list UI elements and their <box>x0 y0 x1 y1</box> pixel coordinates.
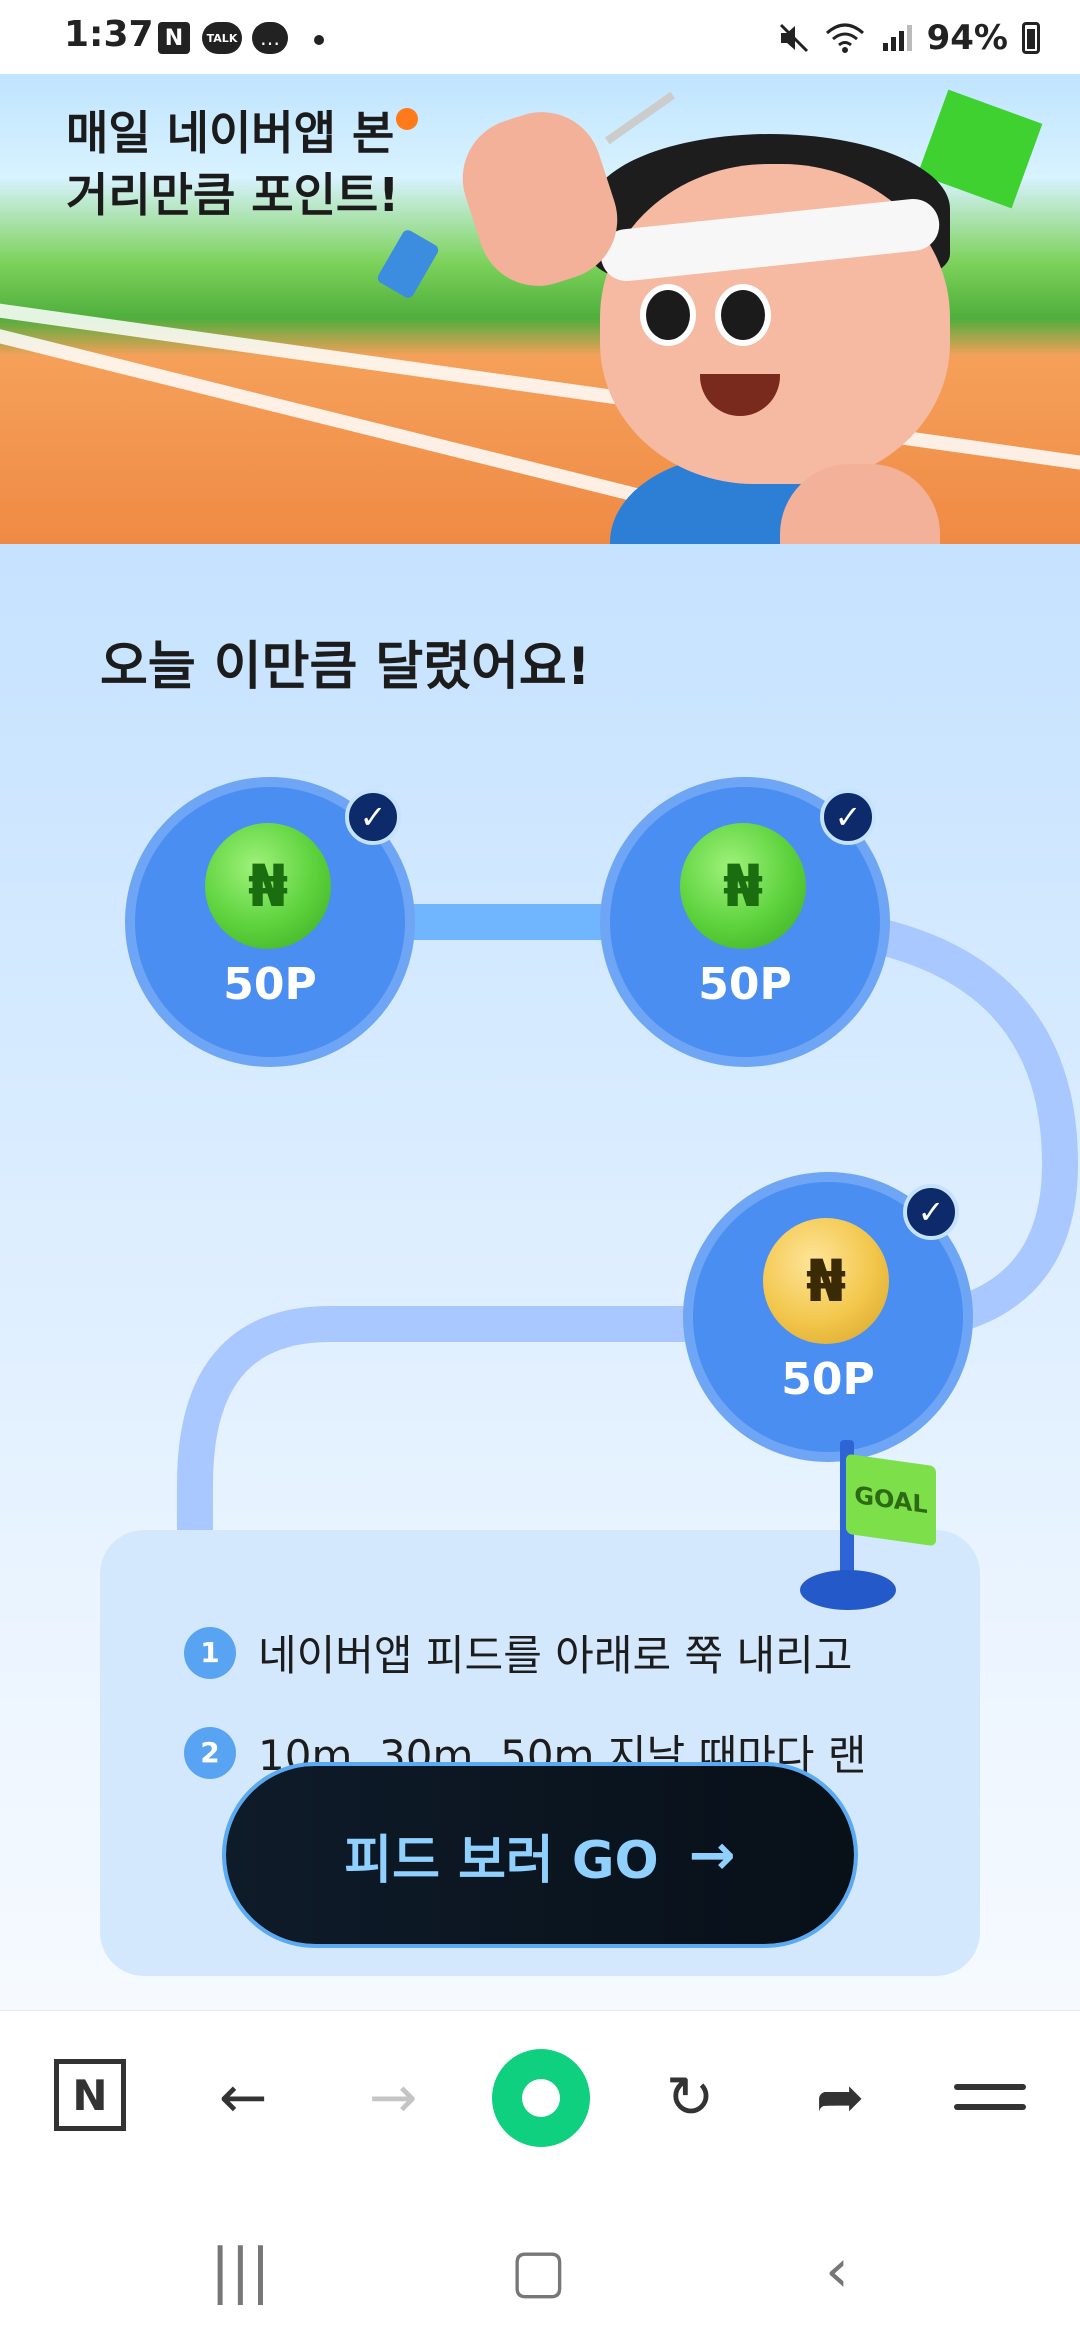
goal-flag-icon: GOAL <box>846 1453 936 1547</box>
check-icon: ✓ <box>820 789 876 845</box>
share-icon[interactable]: ➦ <box>815 2063 865 2131</box>
battery-percent: 94% <box>926 18 1008 58</box>
naver-notification-icon: N <box>158 22 190 54</box>
mute-icon <box>779 23 808 53</box>
reload-icon[interactable]: ↻ <box>665 2063 715 2131</box>
go-to-feed-label: 피드 보러 GO <box>344 1830 659 1891</box>
more-notifications-dot-icon <box>314 35 324 45</box>
banner-title-line2: 거리만큼 포인트! <box>66 168 400 222</box>
coin-icon: ₦ <box>680 823 806 949</box>
check-icon: ✓ <box>903 1184 959 1240</box>
signal-icon <box>882 25 912 51</box>
goal-flag-base <box>800 1570 896 1610</box>
back-arrow-icon[interactable]: ← <box>218 2063 268 2131</box>
confetti-ribbon-icon <box>375 228 441 300</box>
section-title: 오늘 이만큼 달렸어요! <box>100 637 591 697</box>
node-points-label: 50P <box>781 1354 875 1405</box>
character-eye <box>715 284 771 346</box>
flag-stick <box>604 91 676 145</box>
status-right-group: 94% <box>777 18 1040 58</box>
reward-node-3: ₦ 50P ✓ <box>693 1182 963 1452</box>
status-time: 1:37 <box>64 14 154 55</box>
naver-home-icon[interactable]: N <box>54 2059 126 2131</box>
back-button[interactable]: ‹ <box>825 2236 849 2306</box>
menu-icon[interactable] <box>952 2059 1028 2135</box>
banner-title-line1: 매일 네이버앱 본 <box>66 106 395 160</box>
banner-title: 매일 네이버앱 본 거리만큼 포인트! <box>66 102 419 226</box>
wifi-icon <box>825 23 864 53</box>
browser-toolbar: N ← → ↻ ➦ <box>0 2010 1080 2181</box>
reward-node-2: ₦ 50P ✓ <box>610 787 880 1057</box>
arrow-right-icon: → <box>688 1822 736 1888</box>
green-dot-home-icon[interactable] <box>492 2049 590 2147</box>
node-points-label: 50P <box>698 959 792 1010</box>
message-notification-icon: … <box>252 22 288 54</box>
node-points-label: 50P <box>223 959 317 1010</box>
reward-node-1: ₦ 50P ✓ <box>135 787 405 1057</box>
step-number-badge: 1 <box>184 1626 236 1679</box>
check-icon: ✓ <box>345 789 401 845</box>
go-to-feed-button[interactable]: 피드 보러 GO → <box>226 1766 854 1944</box>
system-navigation-bar: ||| ▢ ‹ <box>0 2180 1080 2340</box>
battery-icon <box>1022 22 1040 54</box>
new-dot-icon <box>396 108 419 130</box>
character-eye <box>640 284 696 346</box>
promo-banner[interactable]: 매일 네이버앱 본 거리만큼 포인트! <box>0 74 1080 544</box>
step-text: 네이버앱 피드를 아래로 쭉 내리고 <box>258 1631 853 1680</box>
coin-icon: ₦ <box>205 823 331 949</box>
recent-apps-button[interactable]: ||| <box>210 2236 271 2306</box>
instruction-step-1: 1 네이버앱 피드를 아래로 쭉 내리고 <box>184 1622 852 1683</box>
forward-arrow-icon[interactable]: → <box>368 2063 418 2131</box>
coin-icon: ₦ <box>763 1218 889 1344</box>
step-number-badge: 2 <box>184 1726 236 1779</box>
status-bar: 1:37 N TALK … 94% <box>0 0 1080 74</box>
home-button[interactable]: ▢ <box>510 2236 567 2306</box>
kakaotalk-notification-icon: TALK <box>202 22 242 54</box>
